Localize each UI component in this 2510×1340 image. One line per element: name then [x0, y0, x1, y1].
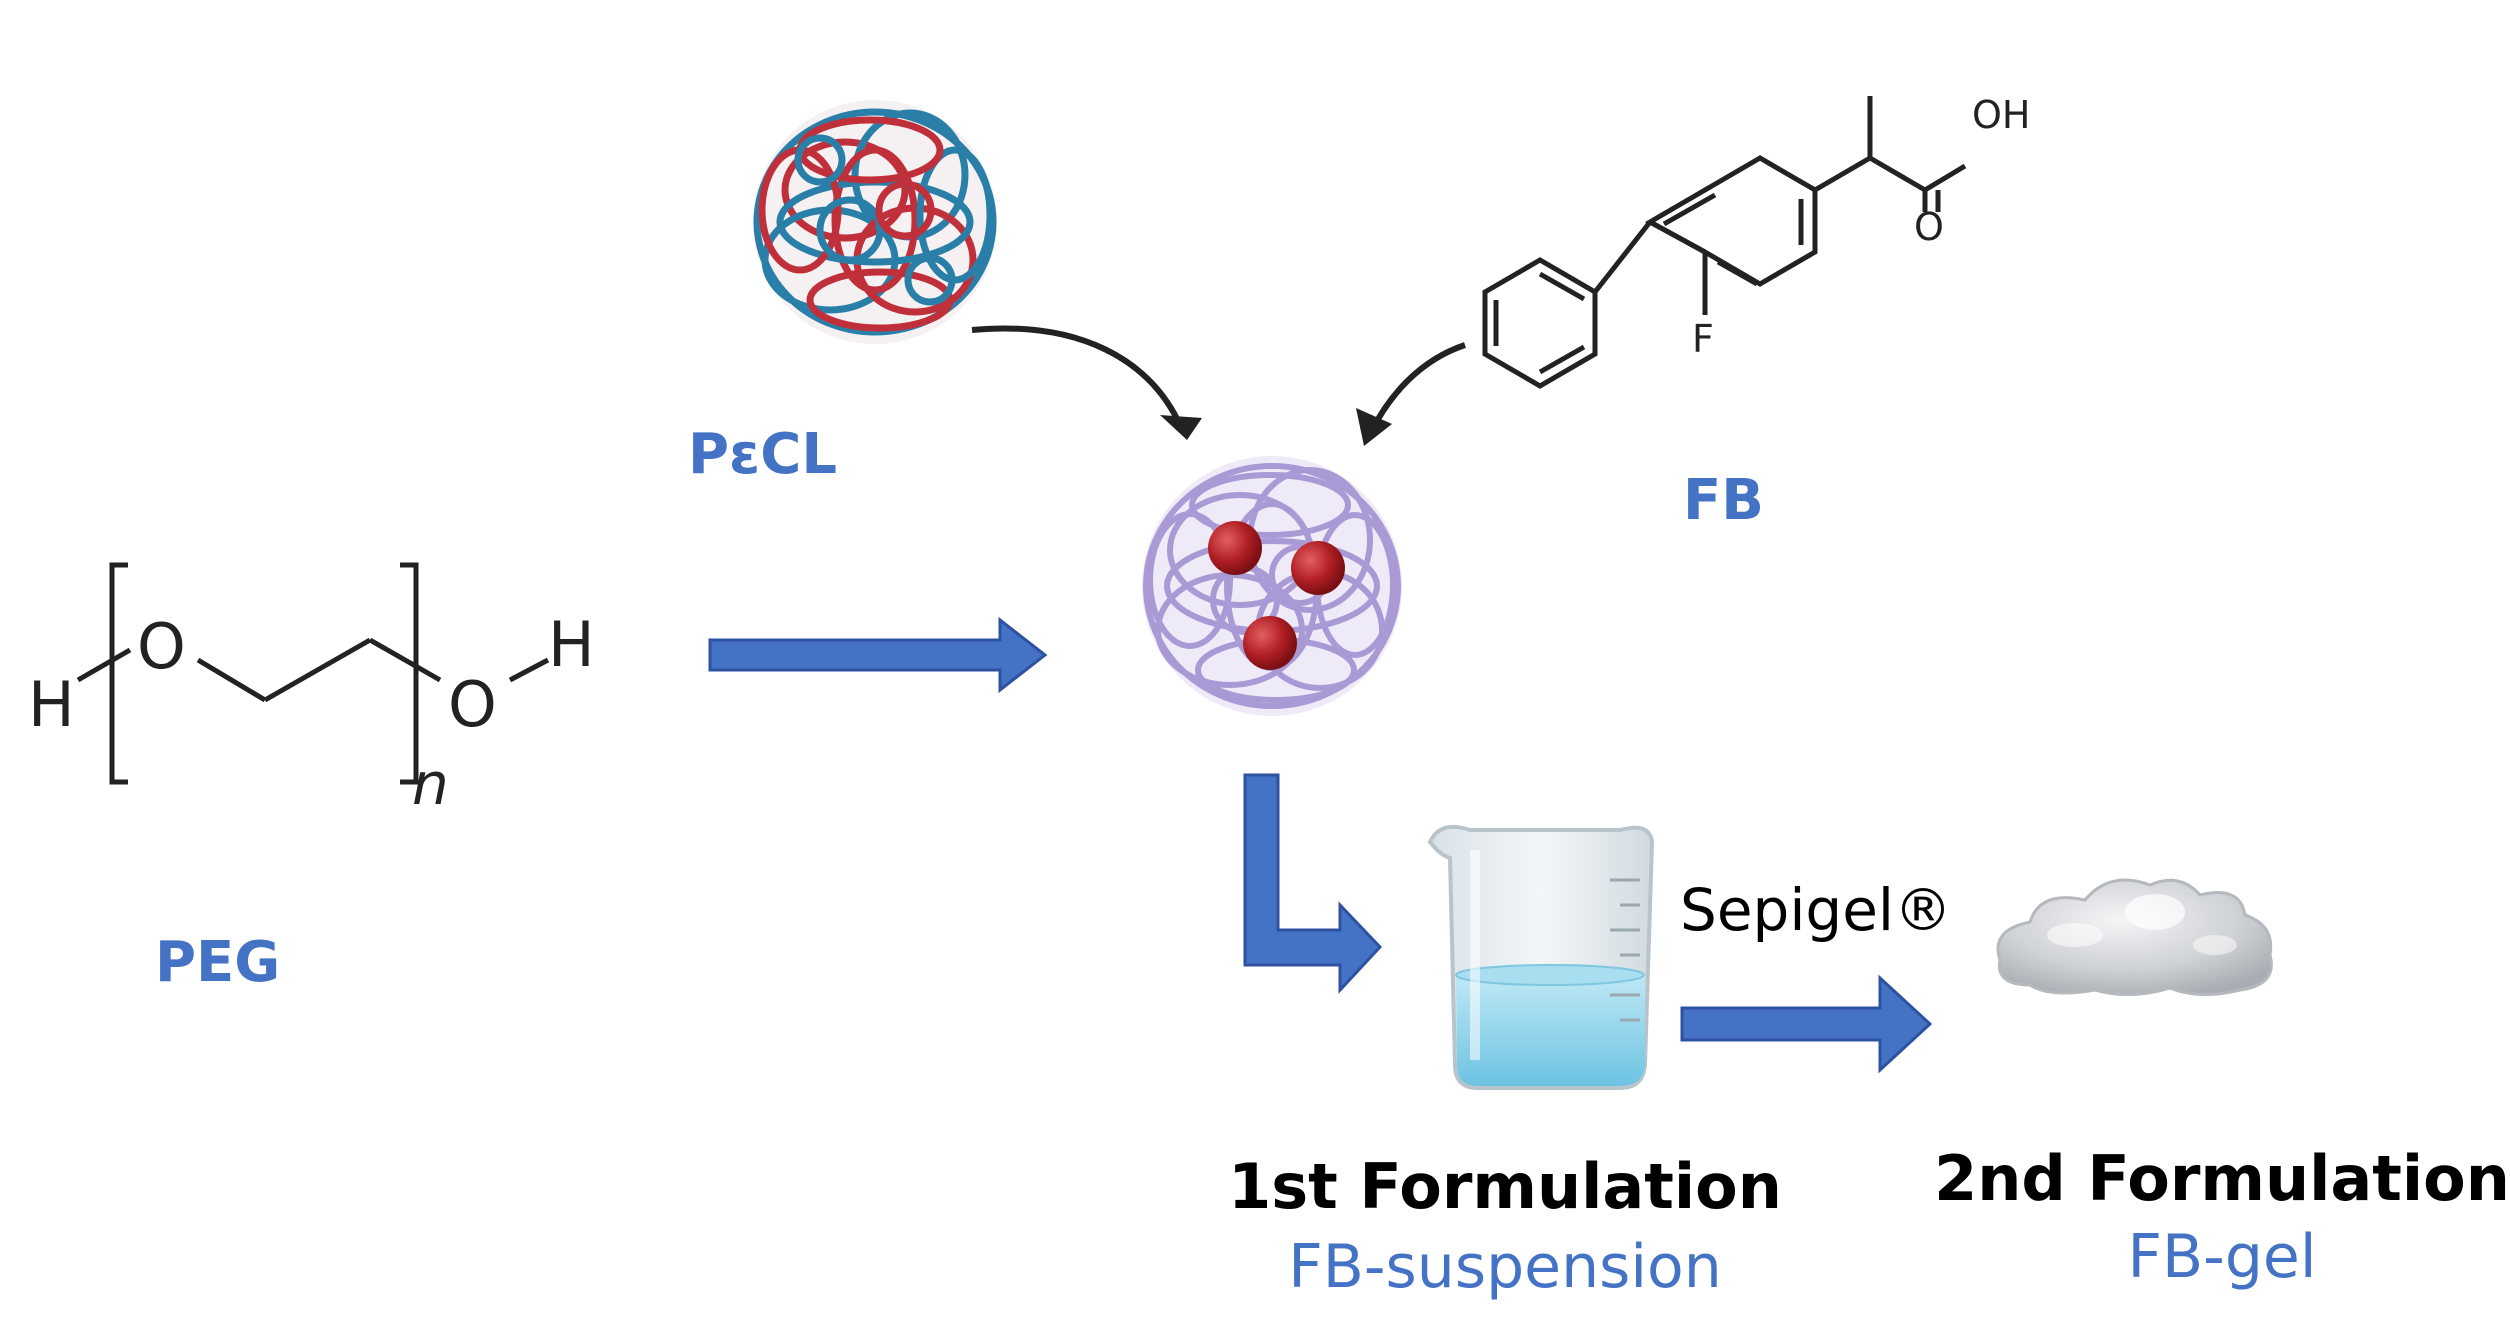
peg-o1-text: O: [137, 610, 186, 683]
first-formulation-subtitle: FB-suspension: [1288, 1232, 1722, 1302]
peg-to-micelle-arrow: [708, 616, 1048, 694]
pecl-to-micelle-arrow: [971, 325, 1202, 440]
peg-n-text: n: [412, 750, 449, 818]
gel-blob-icon: [1996, 878, 2273, 997]
fb-oh-text: OH: [1972, 93, 2030, 137]
peg-h-left-text: H: [28, 668, 75, 741]
pecl-label: PεCL: [688, 422, 837, 487]
drug-loaded-micelle-icon: [1142, 456, 1402, 716]
peg-o2-text: O: [448, 668, 497, 741]
fb-label: FB: [1683, 468, 1764, 533]
peg-label: PEG: [155, 930, 281, 995]
peg-h-right-text: H: [548, 608, 595, 681]
fb-f-text: F: [1692, 317, 1714, 361]
peg-chemical-structure: [76, 562, 550, 785]
beaker-to-gel-arrow: [1680, 974, 1933, 1074]
fb-to-micelle-arrow: [1356, 342, 1466, 446]
fb-o-text: O: [1914, 205, 1944, 249]
second-formulation-subtitle: FB-gel: [2127, 1222, 2317, 1292]
fb-chemical-structure: [1482, 96, 1967, 389]
sepigel-label: Sepigel®: [1680, 876, 1953, 944]
pecl-polymer-ball-icon: [753, 100, 997, 344]
second-formulation-title: 2nd Formulation: [1934, 1142, 2510, 1215]
first-formulation-title: 1st Formulation: [1228, 1150, 1782, 1223]
micelle-to-beaker-arrow: [1243, 773, 1383, 994]
beaker-icon: [1427, 825, 1655, 1090]
